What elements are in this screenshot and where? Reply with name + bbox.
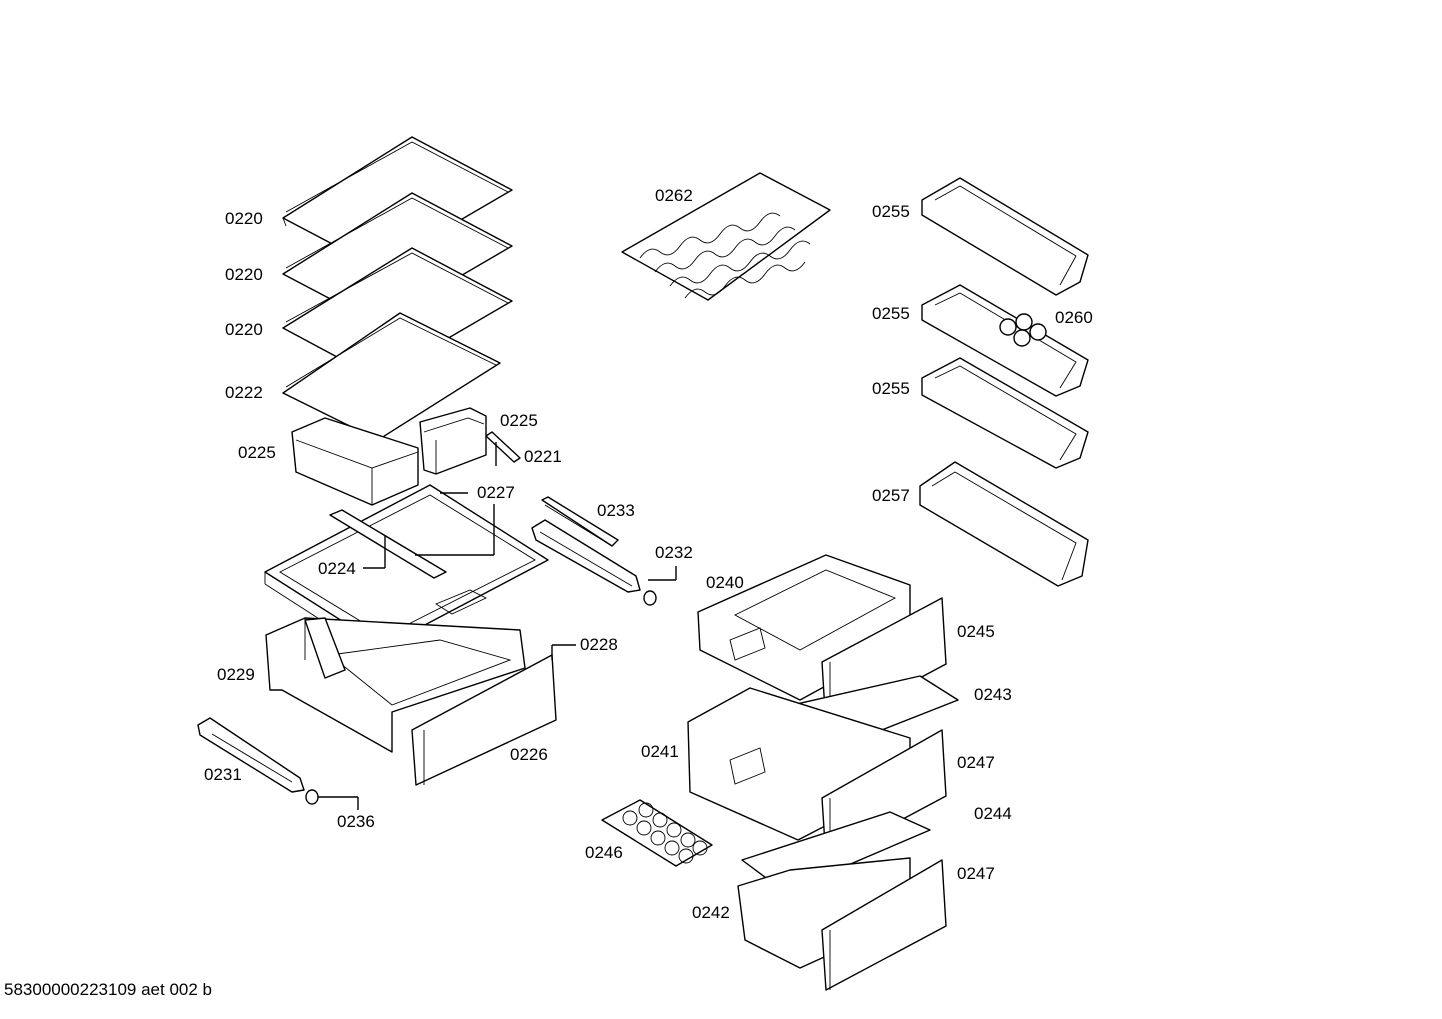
label-0245: 0245 [957,622,995,641]
freezer-drawer-bottom [737,857,947,991]
roller-0236 [305,789,319,805]
rail-0231 [197,717,305,793]
roller-0232 [643,590,657,606]
label-0243: 0243 [974,685,1012,704]
label-0247-b: 0247 [957,864,995,883]
label-0247-a: 0247 [957,753,995,772]
label-0221: 0221 [524,447,562,466]
label-0225-b: 0225 [238,443,276,462]
label-0242: 0242 [692,903,730,922]
big-crisper-drawer [265,617,557,786]
rail-0232 [531,519,641,593]
wine-rack [621,172,831,301]
egg-tray [601,799,713,867]
storage-bin-right [419,407,487,475]
label-0226: 0226 [510,745,548,764]
label-0232: 0232 [655,543,693,562]
label-0255-c: 0255 [872,379,910,398]
crisper-cover-frame [264,484,549,661]
rail-0233 [541,496,619,547]
label-0240: 0240 [706,573,744,592]
door-shelf-1 [921,177,1089,296]
storage-bin-left [291,417,419,506]
label-0228: 0228 [580,635,618,654]
label-0231: 0231 [204,765,242,784]
label-0225-a: 0225 [500,411,538,430]
label-0227: 0227 [477,483,515,502]
label-0220-c: 0220 [225,320,263,339]
label-0236: 0236 [337,812,375,831]
label-0229: 0229 [217,665,255,684]
leader-lines [318,442,677,810]
label-0220-a: 0220 [225,209,263,228]
label-0255-b: 0255 [872,304,910,323]
label-0220-b: 0220 [225,265,263,284]
egg-holder-0260 [999,313,1047,347]
part-labels: 0220 0220 0220 0222 0225 0225 0221 0227 … [204,186,1093,922]
label-0222: 0222 [225,383,263,402]
label-0224: 0224 [318,559,356,578]
label-0241: 0241 [641,742,679,761]
label-0244: 0244 [974,804,1012,823]
door-shelf-large [919,461,1089,587]
document-id: 58300000223109 aet 002 b [4,980,212,999]
label-0260: 0260 [1055,308,1093,327]
label-0262: 0262 [655,186,693,205]
rail-0221 [485,431,521,463]
door-shelf-3 [921,357,1089,469]
label-0255-a: 0255 [872,202,910,221]
label-0233: 0233 [597,501,635,520]
label-0246: 0246 [585,843,623,862]
label-0257: 0257 [872,486,910,505]
